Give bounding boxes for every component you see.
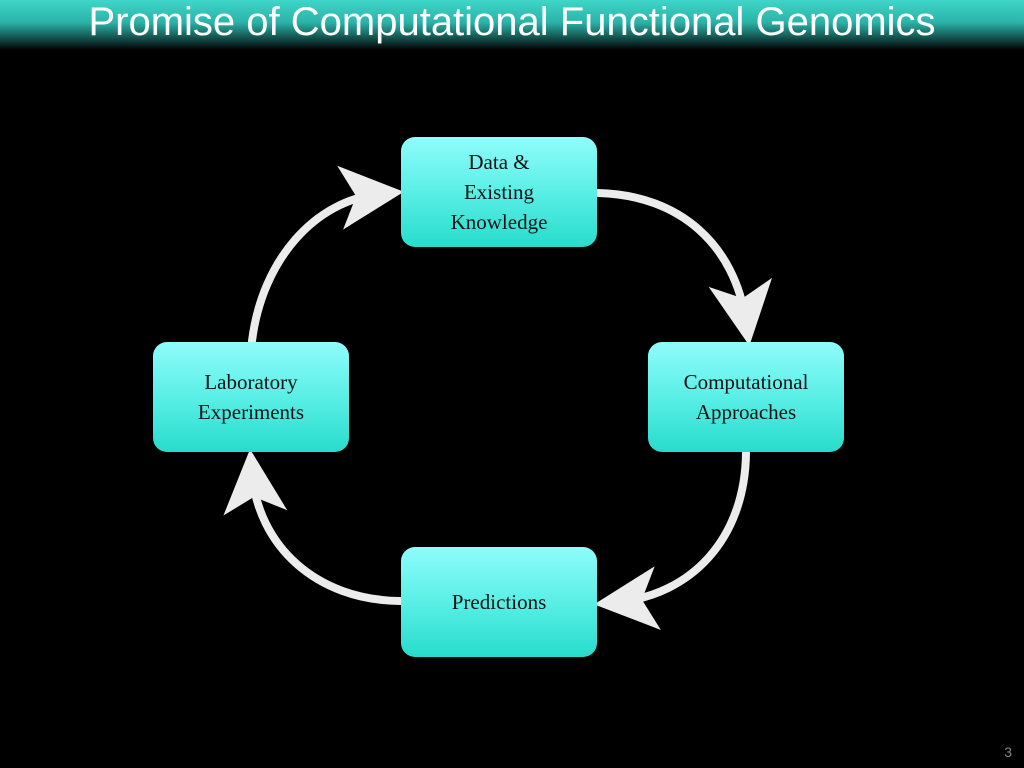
edge-computational-to-predictions xyxy=(594,449,750,630)
edge-laboratory-to-data xyxy=(248,165,404,345)
edge-data-to-computational xyxy=(594,189,772,346)
node-label: Data & Existing Knowledge xyxy=(450,150,548,234)
node-label: Computational Approaches xyxy=(683,370,809,424)
page-number: 3 xyxy=(1004,744,1012,760)
node-label: Laboratory Experiments xyxy=(197,370,305,424)
node-data-existing-knowledge: Data & Existing Knowledge xyxy=(401,137,597,247)
title-band xyxy=(0,0,1024,50)
node-laboratory-experiments: Laboratory Experiments xyxy=(153,342,349,452)
slide-title: Promise of Computational Functional Geno… xyxy=(88,0,936,44)
edge-predictions-to-laboratory xyxy=(223,449,404,605)
node-predictions: Predictions xyxy=(401,547,597,657)
node-label: Predictions xyxy=(451,590,547,614)
node-computational-approaches: Computational Approaches xyxy=(648,342,844,452)
